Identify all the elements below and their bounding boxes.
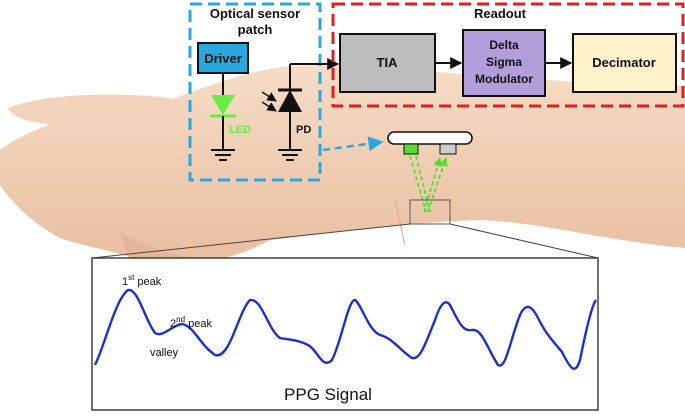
decimator-block: [572, 33, 677, 93]
pd-label: PD: [296, 124, 311, 136]
first-peak-word: peak: [134, 276, 161, 288]
ppg-title: PPG Signal: [284, 385, 372, 404]
skin-tissue-region: [409, 199, 451, 225]
zoom-line-left: [91, 223, 411, 259]
decimator-label: Decimator: [592, 55, 656, 70]
delta-sigma-label-3: Modulator: [475, 72, 533, 86]
photodiode-symbol: [278, 90, 302, 112]
second-peak-label: 2nd peak: [170, 315, 212, 330]
optical-sensor-patch: Optical sensor patch Driver LED PD: [188, 2, 340, 182]
led-ground-icon: [211, 149, 235, 161]
first-peak-label: 1st peak: [122, 273, 162, 288]
sensor-pd-square: [439, 143, 457, 155]
readout-section: Readout TIA Delta Sigma Modulator Decima…: [331, 2, 685, 108]
pd-ground-icon: [278, 149, 302, 161]
delta-sigma-label-2: Sigma: [486, 55, 522, 69]
led-symbol: [211, 95, 235, 115]
second-peak-number: 2: [170, 318, 176, 330]
wrist-crease: [394, 199, 406, 246]
wearable-sensor: [387, 131, 473, 225]
hand-illustration: [0, 65, 685, 268]
led-label: LED: [229, 124, 251, 136]
zoom-line-right: [449, 223, 599, 259]
optical-patch-title-line2: patch: [238, 22, 273, 37]
tia-block: [339, 33, 436, 93]
optical-patch-border: [188, 2, 322, 182]
first-peak-superscript: st: [128, 273, 135, 282]
second-peak-superscript: nd: [176, 315, 185, 324]
ppg-panel: 1st peak 2nd peak valley PPG Signal: [91, 257, 599, 411]
fingers: [8, 94, 200, 125]
readout-title: Readout: [474, 6, 527, 21]
patch-to-sensor-arrow: [322, 136, 384, 152]
readout-border: [331, 2, 685, 108]
reflected-light-icon: [409, 155, 448, 213]
driver-label: Driver: [204, 51, 242, 66]
valley-label: valley: [150, 347, 179, 359]
tia-label: TIA: [377, 55, 399, 70]
forearm: [0, 65, 685, 265]
optical-patch-title-line1: Optical sensor: [210, 6, 300, 21]
sensor-strap: [387, 131, 473, 145]
ppg-waveform: [93, 288, 598, 370]
delta-sigma-label-1: Delta: [489, 38, 519, 52]
second-peak-word: peak: [185, 318, 212, 330]
first-peak-number: 1: [122, 276, 128, 288]
delta-sigma-block: [462, 29, 546, 97]
light-rays-icon: [261, 91, 277, 112]
sensor-led-square: [403, 143, 419, 155]
